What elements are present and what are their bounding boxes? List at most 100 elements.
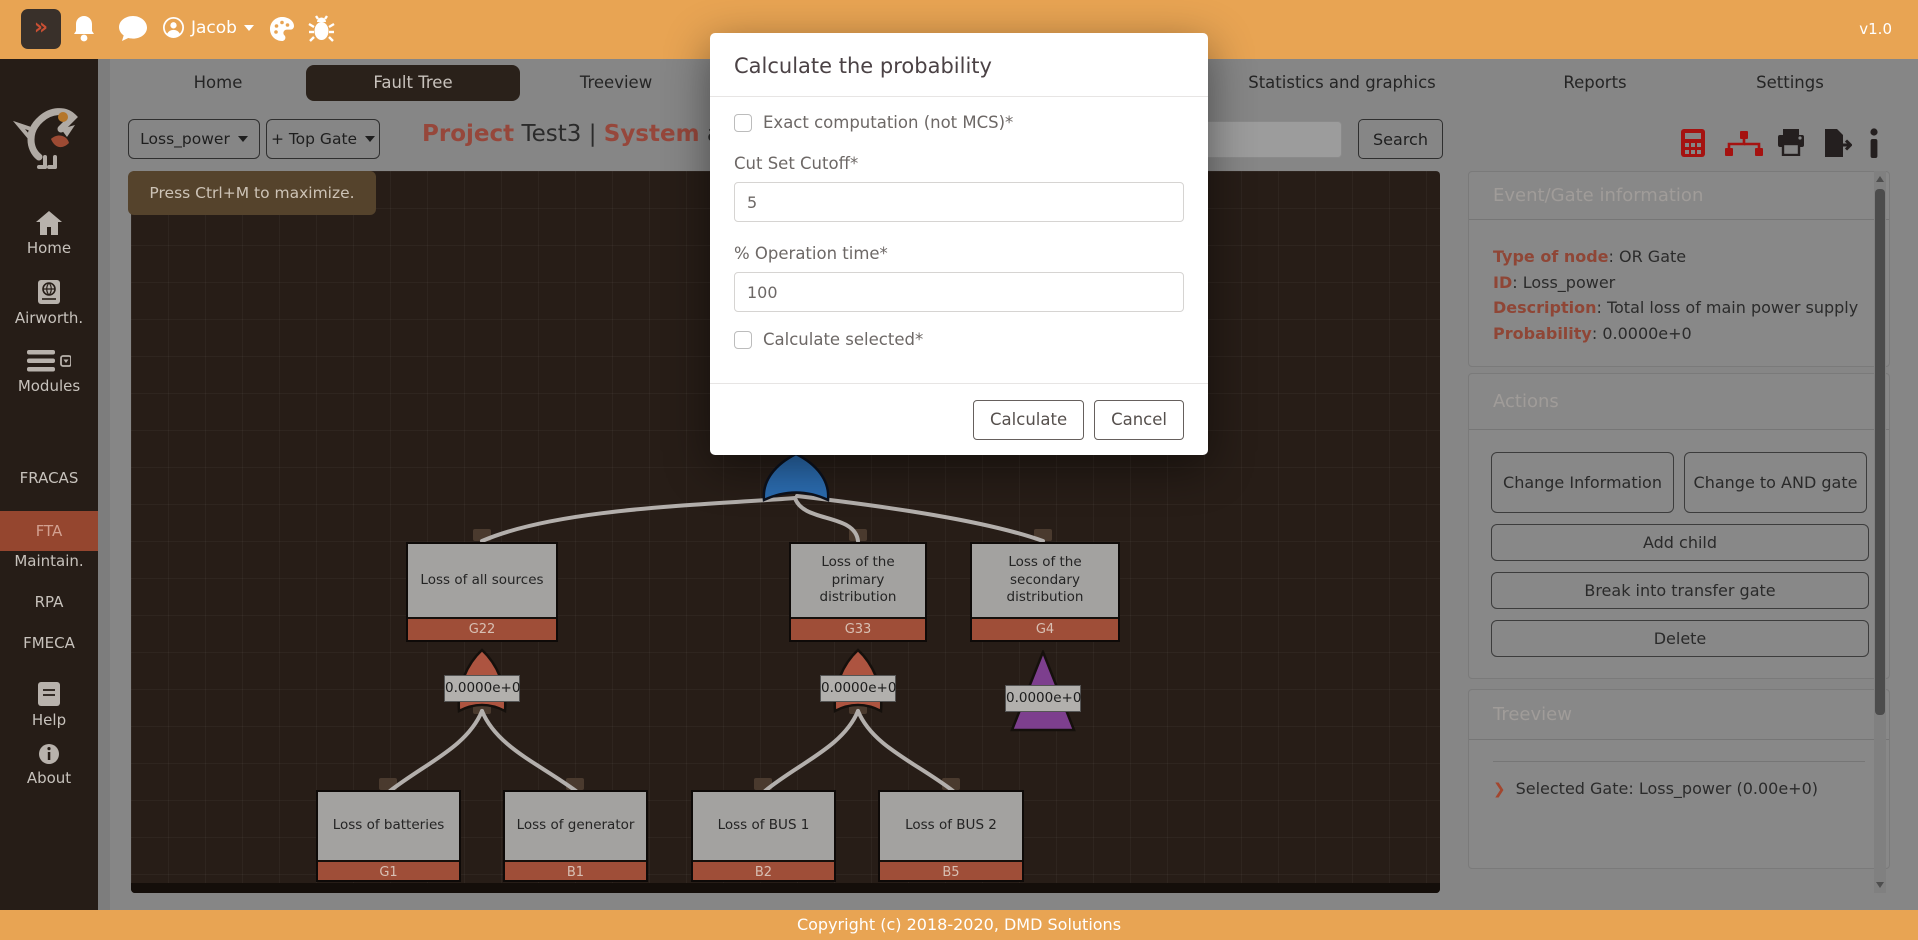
- break-into-transfer-gate-button[interactable]: Break into transfer gate: [1491, 572, 1869, 609]
- tree-info-icon[interactable]: [1868, 128, 1880, 162]
- actions-card-header: Actions: [1469, 374, 1889, 430]
- scroll-down-arrow[interactable]: [1876, 882, 1884, 888]
- chat-icon[interactable]: [118, 15, 148, 46]
- info-row-description: Description: Total loss of main power su…: [1493, 295, 1865, 321]
- sidebar-item-about[interactable]: About: [0, 743, 98, 787]
- sidebar-item-label: FMECA: [23, 634, 75, 652]
- tab-home[interactable]: Home: [193, 73, 243, 92]
- sidebar-item-maintain[interactable]: Maintain.: [0, 552, 98, 570]
- search-button[interactable]: Search: [1358, 119, 1443, 159]
- exact-computation-label: Exact computation (not MCS)*: [763, 113, 1014, 132]
- operation-time-input[interactable]: [734, 272, 1184, 312]
- export-file-icon[interactable]: [1822, 128, 1853, 162]
- delete-button[interactable]: Delete: [1491, 620, 1869, 657]
- info-row-label: Type of node: [1493, 247, 1609, 266]
- event-node-g1[interactable]: Loss of batteries G1: [316, 790, 461, 882]
- info-row-value: : Loss_power: [1512, 272, 1616, 292]
- home-icon: [36, 211, 62, 235]
- sidebar-item-fracas[interactable]: FRACAS: [0, 469, 98, 487]
- sidebar-item-airworthiness[interactable]: Airworth.: [0, 279, 98, 327]
- event-node-b2[interactable]: Loss of BUS 1 B2: [691, 790, 836, 882]
- project-name: Test3: [521, 121, 582, 147]
- calculate-selected-checkbox[interactable]: [734, 330, 752, 349]
- probability-badge: 0.0000e+0: [1005, 685, 1081, 712]
- sidebar-item-modules[interactable]: Modules: [0, 349, 98, 395]
- exact-computation-checkbox[interactable]: [734, 113, 752, 132]
- username-label: Jacob: [191, 17, 237, 38]
- sidebar-item-home[interactable]: Home: [0, 211, 98, 257]
- user-caret-icon: [243, 24, 254, 31]
- gate-node-g33[interactable]: Loss of the primary distribution G33: [789, 542, 927, 642]
- event-gate-info-card: Event/Gate information Type of node: OR …: [1468, 171, 1890, 367]
- sidebar-item-label: RPA: [34, 593, 64, 611]
- info-row-probability: Probability: 0.0000e+0: [1493, 321, 1865, 347]
- theme-palette-icon[interactable]: [269, 16, 295, 46]
- notifications-bell-icon[interactable]: [72, 14, 96, 46]
- fault-tree-view-icon[interactable]: [1724, 131, 1764, 161]
- top-gate-or-symbol-selected[interactable]: [758, 452, 834, 508]
- gate-label: Loss of the primary distribution: [819, 554, 897, 606]
- user-menu[interactable]: Jacob: [163, 17, 254, 38]
- info-row-type: Type of node: OR Gate: [1493, 244, 1865, 270]
- airworthiness-book-icon: [38, 280, 60, 304]
- maximize-tooltip: Press Ctrl+M to maximize.: [128, 171, 376, 215]
- tab-statistics-and-graphics[interactable]: Statistics and graphics: [1248, 73, 1436, 92]
- calculate-probability-modal: Calculate the probability Exact computat…: [710, 33, 1208, 455]
- panel-scrollbar: [1874, 171, 1886, 893]
- gate-node-g4[interactable]: Loss of the secondary distribution G4: [970, 542, 1120, 642]
- calculate-probability-icon[interactable]: [1680, 128, 1706, 162]
- info-row-value: : OR Gate: [1608, 247, 1687, 266]
- cancel-button[interactable]: Cancel: [1094, 399, 1184, 440]
- probability-badge: 0.0000e+0: [444, 675, 520, 702]
- gate-id: G33: [791, 617, 925, 640]
- calculate-button[interactable]: Calculate: [973, 399, 1085, 440]
- tab-reports[interactable]: Reports: [1563, 73, 1627, 92]
- sidebar-item-label: Airworth.: [14, 309, 84, 327]
- gate-node-g22[interactable]: Loss of all sources G22: [406, 542, 558, 642]
- change-to-and-gate-button[interactable]: Change to AND gate: [1684, 452, 1867, 513]
- tab-fault-tree[interactable]: Fault Tree: [306, 65, 520, 101]
- sidebar: Home Airworth. Modules FRACAS FTA Mainta…: [0, 59, 98, 910]
- sidebar-item-label: Home: [26, 239, 72, 257]
- modal-title: Calculate the probability: [734, 54, 992, 78]
- title-separator: |: [588, 121, 597, 147]
- change-information-button[interactable]: Change Information: [1491, 452, 1674, 513]
- search-input[interactable]: [1190, 121, 1342, 158]
- treeview-item-label: Selected Gate: Loss_power (0.00e+0): [1515, 779, 1818, 798]
- tab-treeview[interactable]: Treeview: [579, 73, 653, 92]
- cut-set-cutoff-input[interactable]: [734, 182, 1184, 222]
- event-id: B1: [505, 860, 646, 880]
- modules-menu-icon: [27, 350, 71, 372]
- chevron-right-icon: ❯: [1493, 779, 1506, 798]
- add-child-button[interactable]: Add child: [1491, 524, 1869, 561]
- treeview-selected-gate-item[interactable]: ❯ Selected Gate: Loss_power (0.00e+0): [1469, 779, 1889, 798]
- info-row-id: ID: Loss_power: [1493, 270, 1865, 296]
- caret-down-icon: [237, 136, 248, 142]
- scrollbar-thumb[interactable]: [1875, 189, 1885, 715]
- sidebar-item-help[interactable]: Help: [0, 681, 98, 729]
- info-row-value: : Total loss of main power supply: [1596, 298, 1859, 317]
- info-row-label: ID: [1493, 272, 1513, 292]
- gate-select-dropdown[interactable]: Loss_power: [128, 119, 260, 159]
- event-node-b1[interactable]: Loss of generator B1: [503, 790, 648, 882]
- add-top-gate-dropdown[interactable]: + Top Gate: [266, 119, 380, 159]
- sidebar-item-fmeca[interactable]: FMECA: [0, 634, 98, 652]
- sidebar-collapse-button[interactable]: »: [21, 9, 61, 49]
- event-node-b5[interactable]: Loss of BUS 2 B5: [878, 790, 1024, 882]
- canvas-horizontal-scrollbar[interactable]: [131, 883, 1440, 893]
- connector-wires: [388, 494, 1045, 793]
- cut-set-cutoff-label: Cut Set Cutoff*: [734, 154, 859, 173]
- page-title: Project Test3 | System a: [422, 121, 721, 147]
- sidebar-item-fta-active[interactable]: FTA: [0, 511, 98, 551]
- actions-card: Actions Change Information Change to AND…: [1468, 373, 1890, 679]
- tab-settings[interactable]: Settings: [1756, 73, 1824, 92]
- scroll-up-arrow[interactable]: [1876, 176, 1884, 182]
- info-circle-icon: [39, 744, 59, 764]
- sidebar-item-rpa[interactable]: RPA: [0, 593, 98, 611]
- print-icon[interactable]: [1777, 128, 1805, 160]
- gate-id: G4: [972, 617, 1118, 640]
- help-book-icon: [38, 682, 60, 706]
- footer: Copyright (c) 2018-2020, DMD Solutions: [0, 910, 1918, 940]
- calculate-selected-label: Calculate selected*: [763, 330, 924, 349]
- bug-report-icon[interactable]: [308, 15, 335, 47]
